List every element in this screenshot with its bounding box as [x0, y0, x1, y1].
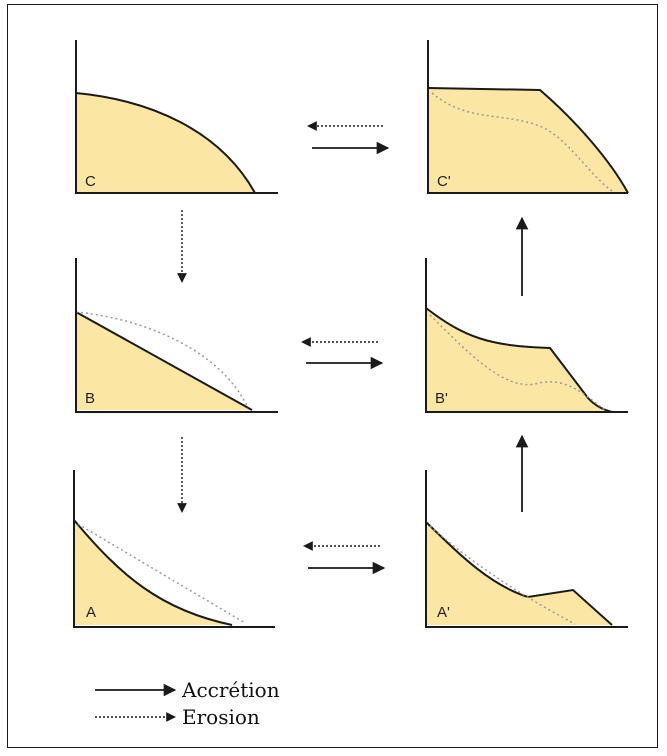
- label-a: A: [86, 604, 96, 621]
- profile-c-prime-erosion: [431, 92, 613, 192]
- label-b-prime: B': [435, 390, 448, 407]
- panel-a-prime: A': [425, 470, 628, 628]
- legend-erosion-label: Erosion: [182, 705, 260, 729]
- profile-a-erosion: [77, 523, 246, 624]
- profile-a-prime-erosion: [429, 525, 576, 625]
- panel-b: B: [75, 258, 278, 413]
- profile-c-curve: [75, 92, 256, 194]
- legend-accretion-label: Accrétion: [181, 678, 280, 702]
- profile-b-erosion: [75, 311, 249, 409]
- arrow-pair-top: [307, 121, 390, 155]
- panel-c: C: [75, 40, 278, 194]
- legend: Accrétion Erosion: [95, 678, 280, 729]
- profile-c-prime-curve: [427, 87, 629, 194]
- label-b: B: [85, 390, 95, 407]
- axis-c-prime: [427, 40, 628, 194]
- axis-b: [75, 258, 278, 413]
- axis-a: [73, 470, 275, 628]
- arrow-pair-middle: [301, 337, 384, 370]
- label-a-prime: A': [437, 604, 450, 621]
- panel-c-prime: C': [427, 40, 629, 194]
- profile-a-prime-fill: [426, 522, 612, 625]
- profile-c-prime-fill: [428, 88, 628, 193]
- label-c-prime: C': [437, 173, 451, 190]
- panel-a: A: [73, 470, 275, 628]
- arrow-pair-bottom: [303, 541, 386, 575]
- profile-c-fill: [76, 93, 255, 193]
- profile-b-prime-fill: [426, 308, 612, 412]
- axis-b-prime: [425, 258, 628, 413]
- label-c: C: [85, 173, 96, 190]
- profile-a-fill: [74, 520, 232, 625]
- axis-a-prime: [425, 470, 628, 628]
- axis-c: [75, 40, 278, 194]
- profile-a-curve: [73, 519, 233, 626]
- panel-b-prime: B': [425, 258, 628, 413]
- profile-b-line: [75, 311, 253, 411]
